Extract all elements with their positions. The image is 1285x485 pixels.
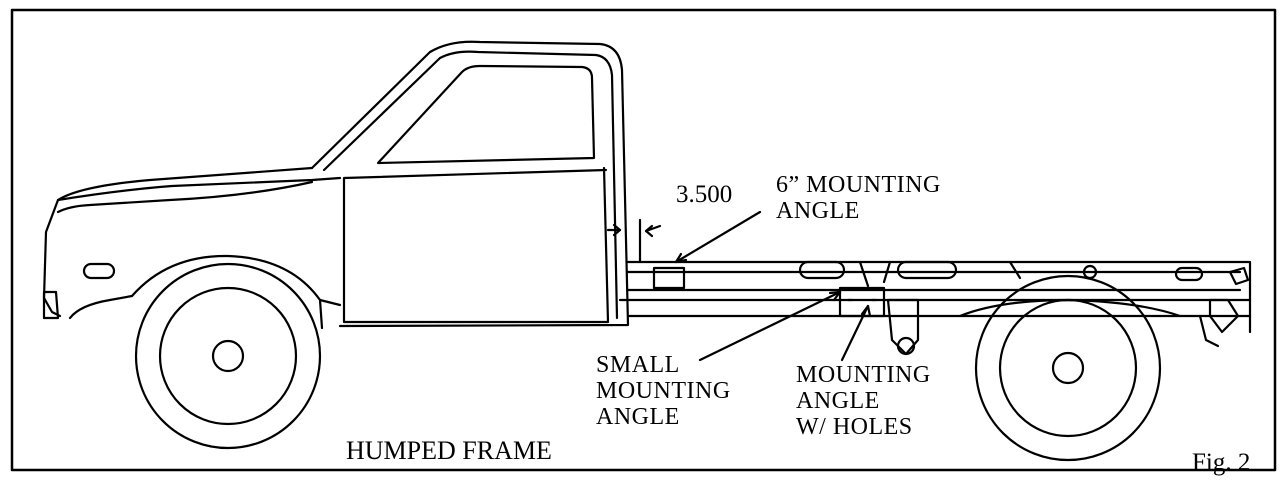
figure-border [10, 8, 1277, 472]
figure-number: Fig. 2 [1192, 449, 1251, 476]
dimension-label: 3.500 [676, 181, 733, 208]
dimension-indicator [606, 218, 662, 264]
spring-hanger [886, 298, 920, 356]
leader-small [698, 290, 842, 362]
diagram-title: HUMPED FRAME [346, 436, 552, 465]
leader-holes [840, 304, 870, 362]
mounting-angle-with-holes [838, 286, 886, 318]
six-inch-angle-label: 6” MOUNTING ANGLE [776, 172, 941, 224]
six-inch-mounting-angle [652, 266, 686, 290]
rear-wheel [974, 274, 1162, 462]
frame-rails [618, 260, 1252, 334]
angle-with-holes-label: MOUNTING ANGLE W/ HOLES [796, 362, 931, 440]
front-wheel [134, 262, 322, 450]
leader-six-inch [674, 210, 762, 264]
truck-hood [42, 166, 342, 330]
small-angle-label: SMALL MOUNTING ANGLE [596, 352, 731, 430]
truck-cab [310, 40, 630, 328]
